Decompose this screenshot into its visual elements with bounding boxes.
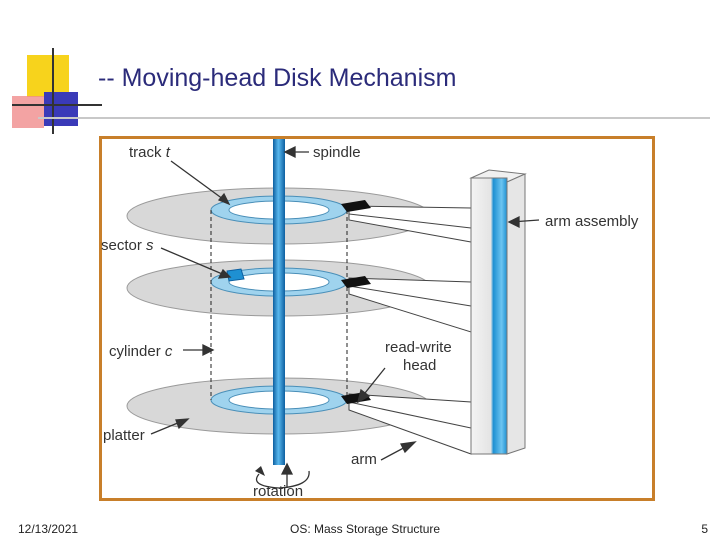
deco-red-square bbox=[12, 96, 44, 128]
slide-title: -- Moving-head Disk Mechanism bbox=[98, 64, 457, 92]
footer-page-number: 5 bbox=[701, 522, 708, 536]
deco-blue-square bbox=[44, 92, 78, 126]
disk-mechanism-figure: track t spindle arm assembly sector s cy… bbox=[99, 136, 655, 501]
rotation-arrowhead bbox=[255, 466, 265, 476]
deco-horizontal-line bbox=[12, 104, 102, 106]
footer-date: 12/13/2021 bbox=[18, 522, 79, 536]
label-pointers bbox=[150, 145, 540, 488]
arm-assembly-column bbox=[469, 169, 527, 455]
footer-course: OS: Mass Storage Structure bbox=[290, 522, 441, 536]
deco-vertical-line bbox=[52, 48, 54, 134]
read-write-label: read-write bbox=[385, 339, 452, 356]
platter-label: platter bbox=[103, 427, 145, 444]
spindle-shaft bbox=[273, 139, 285, 465]
head-label: head bbox=[403, 357, 436, 374]
rotation-label: rotation bbox=[253, 483, 303, 500]
spindle-label: spindle bbox=[313, 144, 361, 161]
figure-frame bbox=[99, 136, 655, 501]
cylinder-outline bbox=[210, 210, 348, 400]
arm-assembly-label: arm assembly bbox=[545, 213, 639, 230]
sector-label: sector s bbox=[101, 237, 154, 254]
rotation-arrow bbox=[255, 470, 310, 489]
title-divider bbox=[38, 117, 710, 119]
arm-label: arm bbox=[351, 451, 377, 468]
deco-yellow-square bbox=[27, 55, 69, 97]
track-label: track t bbox=[129, 144, 171, 161]
cylinder-label: cylinder c bbox=[109, 343, 173, 360]
